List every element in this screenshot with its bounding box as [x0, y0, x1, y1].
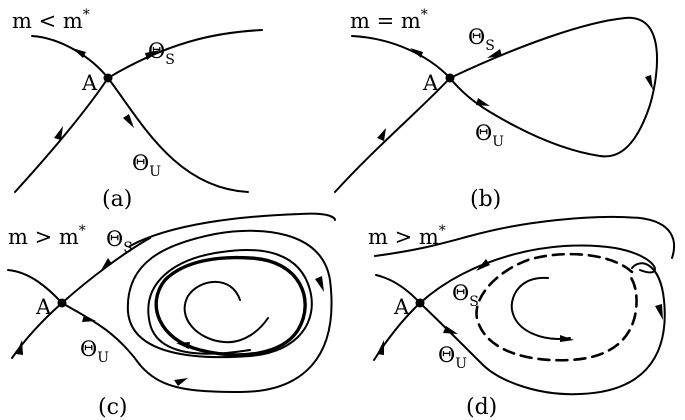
unstable-manifold-curve [61, 229, 333, 394]
arrow-icon [655, 304, 663, 320]
arrow-icon [443, 326, 458, 334]
arrow-icon [16, 340, 23, 355]
stable-manifold-curve [11, 302, 63, 359]
arrow-icon [476, 259, 490, 271]
arrow-icon [487, 49, 502, 58]
arrow-icon [100, 258, 112, 272]
panel-a: A m < m* ΘS ΘU (a) [12, 7, 263, 212]
condition-label: m = m* [350, 7, 428, 33]
homoclinic-loop-curve [449, 16, 659, 158]
arrow-icon [377, 128, 386, 141]
condition-label: m < m* [12, 7, 90, 33]
unstable-manifold-label: ΘU [475, 121, 504, 150]
point-label: A [422, 71, 439, 95]
outer-orbit-curve [129, 212, 336, 247]
stable-manifold-label: ΘS [452, 281, 479, 310]
stable-manifold-label: ΘS [468, 25, 495, 54]
panel-b: A m = m* ΘS ΘU (b) [334, 7, 659, 212]
unstable-manifold-curve [351, 35, 451, 79]
stable-manifold-label: ΘS [148, 39, 175, 68]
saddle-point [445, 73, 455, 83]
condition-label: m > m* [368, 223, 446, 249]
saddle-point [57, 298, 67, 308]
arrow-icon [377, 340, 384, 355]
arrow-icon [54, 126, 63, 140]
unstable-manifold-curve [419, 262, 666, 396]
unstable-manifold-curve [7, 269, 63, 304]
saddle-point [103, 73, 113, 83]
unstable-manifold-label: ΘU [80, 337, 109, 366]
arrow-icon [315, 276, 324, 292]
arrow-icon [123, 114, 134, 128]
stable-manifold-curve [107, 29, 263, 79]
condition-label: m > m* [8, 223, 86, 249]
unstable-manifold-label: ΘU [438, 343, 467, 372]
stable-manifold-label: ΘS [106, 227, 133, 256]
stable-manifold-curve [14, 77, 109, 193]
stable-manifold-curve [419, 244, 656, 304]
arrow-icon [174, 378, 188, 386]
arrow-icon [645, 75, 653, 90]
panel-caption: (b) [470, 187, 501, 212]
panel-caption: (d) [466, 395, 497, 420]
outer-orbit-curve [374, 216, 676, 259]
arrow-icon [476, 98, 490, 106]
point-label: A [393, 295, 410, 319]
point-label: A [81, 71, 98, 95]
spiral-curve [183, 281, 269, 344]
limit-cycle-curve [154, 255, 307, 357]
panel-d: A m > m* ΘS ΘU (d) [368, 216, 676, 420]
arrow-icon [410, 48, 423, 58]
panel-caption: (c) [98, 395, 128, 420]
arrow-icon [560, 335, 574, 342]
arrow-icon [82, 315, 96, 322]
unstable-manifold-label: ΘU [132, 151, 161, 180]
stable-manifold-curve [334, 77, 451, 193]
arrow-icon [176, 342, 190, 349]
unstable-manifold-curve [107, 77, 249, 193]
spiral-curve [510, 276, 571, 340]
arrow-icon [145, 50, 160, 60]
arrow-icon [72, 48, 86, 58]
unstable-limit-cycle-curve [475, 252, 638, 362]
saddle-point [415, 298, 425, 308]
panel-c: A m > m* ΘS ΘU (c) [7, 212, 336, 420]
panel-caption: (a) [102, 187, 132, 212]
point-label: A [35, 295, 52, 319]
